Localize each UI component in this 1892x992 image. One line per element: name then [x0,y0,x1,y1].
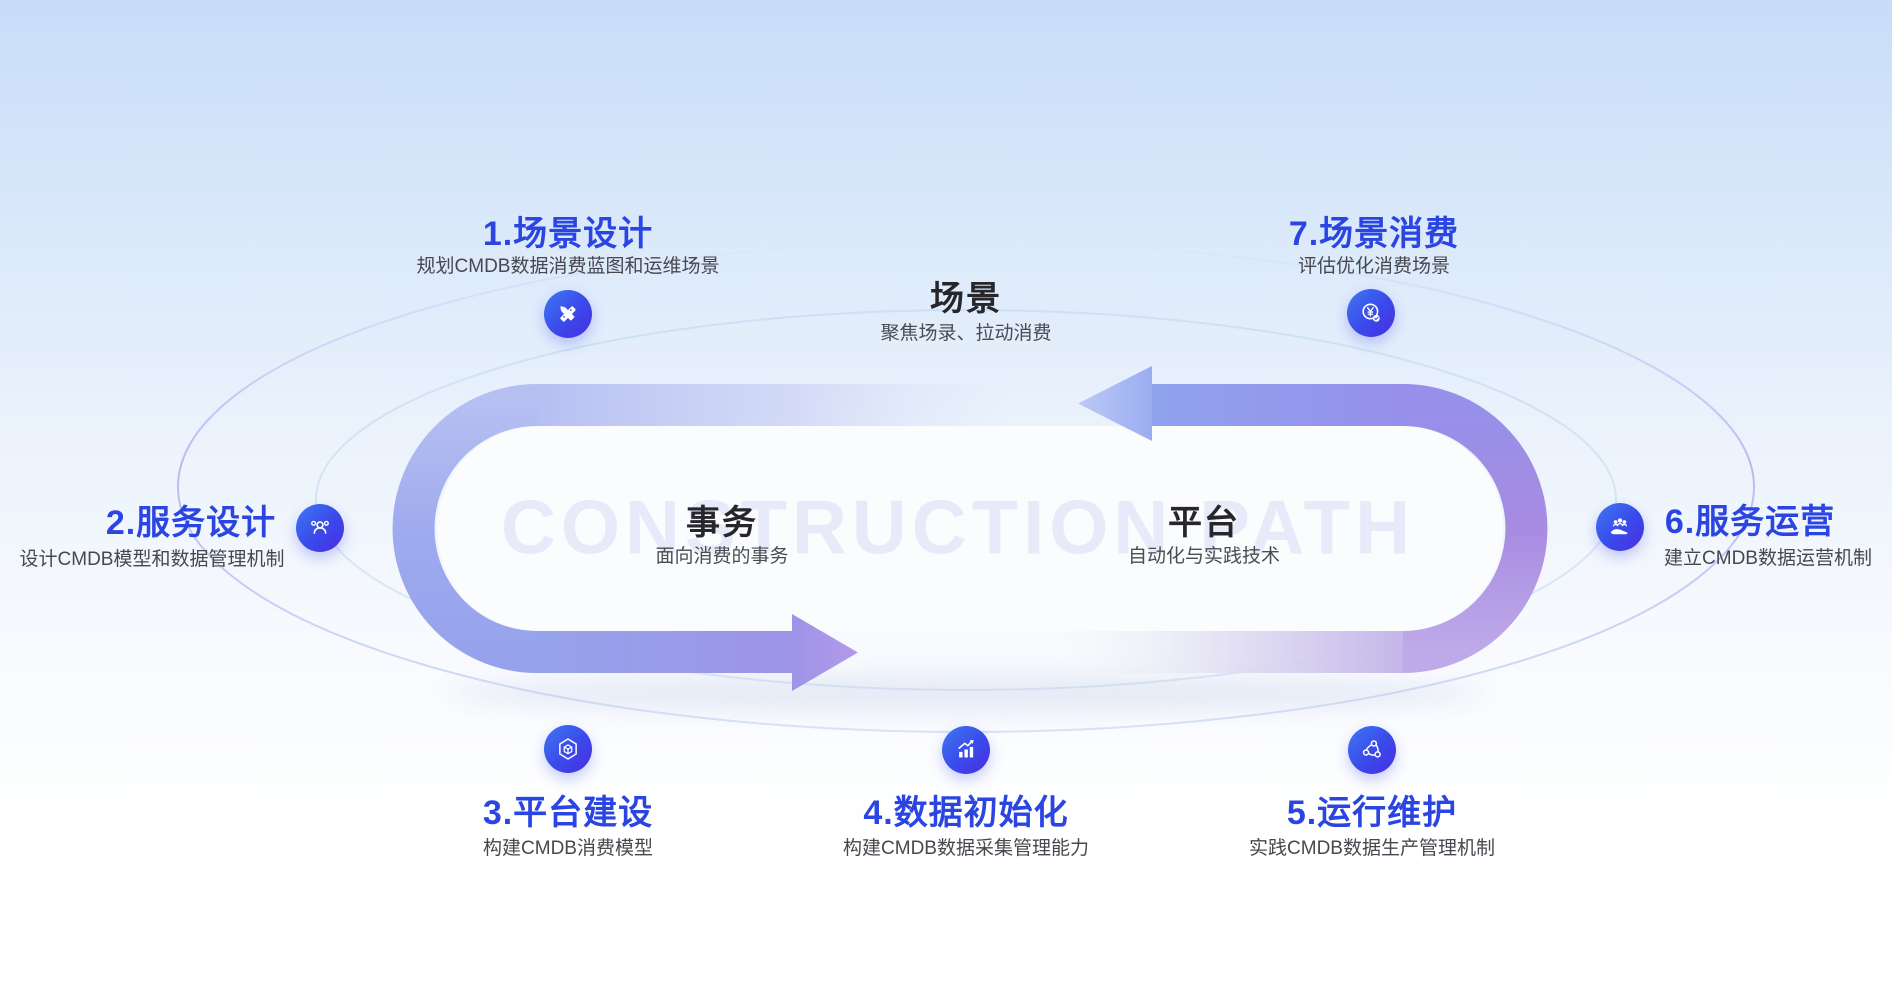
hub-affair-title: 事务 [686,504,758,542]
hexagon-cube-icon [544,725,592,773]
arrow-b-right-cap [1402,384,1548,673]
step-2-desc: 设计CMDB模型和数据管理机制 [19,549,285,570]
workflow-cycle-icon [1348,726,1396,774]
step-3-title: 3.平台建设 [482,794,654,832]
arrow-a-left-cap [392,384,538,673]
hand-people-icon [1596,503,1644,551]
step-6-title: 6.服务运营 [1664,503,1836,541]
bar-chart-growth-icon [942,726,990,774]
hub-platform-subtitle: 自动化与实践技术 [1127,546,1281,567]
hub-scene-title: 场景 [930,280,1002,318]
step-5-desc: 实践CMDB数据生产管理机制 [1249,838,1495,859]
step-4-title: 4.数据初始化 [863,794,1069,832]
step-2-title: 2.服务设计 [105,504,277,542]
arrow-b-head-left-icon [1078,366,1152,441]
step-1-desc: 规划CMDB数据消费蓝图和运维场景 [416,256,720,277]
yuan-check-icon [1347,289,1395,337]
users-icon [296,504,344,552]
step-7-title: 7.场景消费 [1288,215,1460,253]
hub-affair-subtitle: 面向消费的事务 [655,546,789,567]
step-3-desc: 构建CMDB消费模型 [483,838,653,859]
arrow-a-head-right-icon [792,614,858,691]
step-1-title: 1.场景设计 [482,215,654,253]
hub-scene-subtitle: 聚焦场录、拉动消费 [880,323,1052,344]
loop-inner-panel [437,426,1503,631]
step-4-desc: 构建CMDB数据采集管理能力 [843,838,1089,859]
step-5-title: 5.运行维护 [1286,794,1458,832]
pencil-ruler-icon [544,290,592,338]
loop-shadow [446,674,1486,714]
step-6-desc: 建立CMDB数据运营机制 [1664,548,1872,569]
hub-platform-title: 平台 [1168,504,1240,542]
watermark-text: CONSTRUCTION PATH [501,485,1415,571]
step-7-desc: 评估优化消费场景 [1297,256,1451,277]
